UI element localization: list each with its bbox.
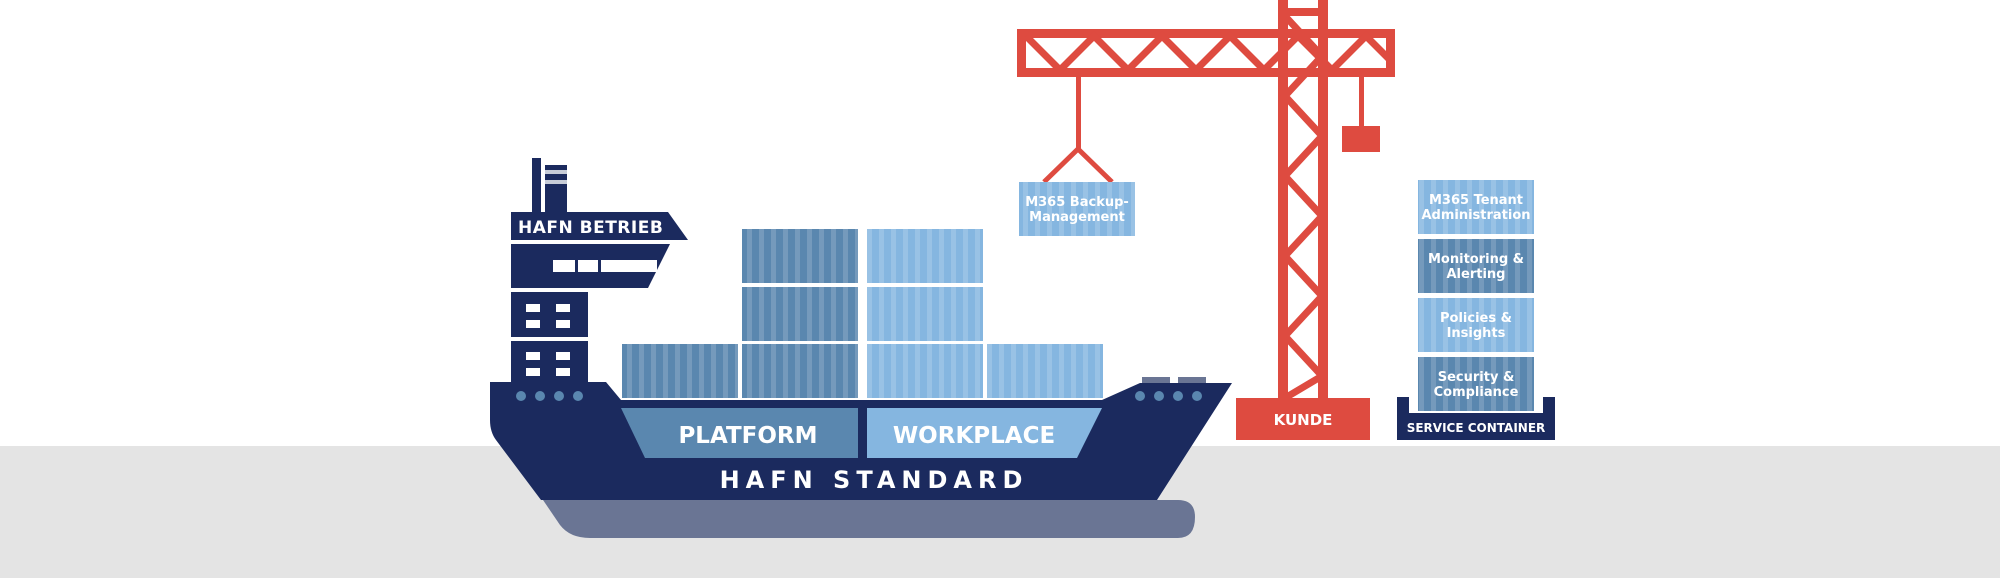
tower-block — [511, 292, 588, 337]
crane-cable — [1076, 77, 1081, 149]
svg-text:Administration: Administration — [1421, 208, 1530, 223]
ship-containers — [622, 229, 1103, 398]
tower-block — [511, 341, 588, 386]
svg-text:M365 Tenant: M365 Tenant — [1429, 193, 1523, 208]
bridge-sign — [511, 212, 688, 240]
ship-container — [622, 344, 738, 398]
svg-text:Compliance: Compliance — [1434, 385, 1519, 400]
ship-container — [867, 287, 983, 341]
porthole — [1173, 391, 1183, 401]
service-container-stack: M365 Tenant Administration Monitoring & … — [1397, 180, 1555, 440]
hull-label: HAFN STANDARD — [720, 466, 1029, 494]
crane-jib-truss — [1023, 31, 1393, 75]
porthole — [554, 391, 564, 401]
hull-bottom — [543, 500, 1195, 538]
platform-label: PLATFORM — [678, 423, 817, 449]
crane-load-label-2: Management — [1029, 210, 1125, 225]
ship-container — [742, 287, 858, 341]
deck-vent — [1178, 377, 1206, 383]
ship-container — [742, 229, 858, 283]
service-container-tray — [1397, 397, 1555, 440]
kunde-label: KUNDE — [1274, 411, 1333, 429]
ship-container — [867, 344, 983, 398]
crane-tower-right — [1318, 0, 1328, 398]
crane-tower-left — [1278, 0, 1288, 398]
crane-counterweight-cable — [1359, 77, 1364, 127]
ship-container — [987, 344, 1103, 398]
crane-jib-bottom — [1017, 68, 1395, 77]
bridge-window — [578, 260, 598, 272]
crane — [1017, 0, 1395, 402]
porthole — [535, 391, 545, 401]
workplace-banner — [867, 408, 1102, 458]
porthole — [1192, 391, 1202, 401]
porthole — [1154, 391, 1164, 401]
crane-counterweight — [1342, 126, 1380, 152]
bridge-window — [601, 260, 657, 272]
bridge-window — [553, 260, 575, 272]
ship: HAFN BETRIEB PLATFORM — [490, 158, 1232, 538]
crane-load-container: M365 Backup- Management — [1019, 182, 1135, 236]
crane-jib-top — [1017, 29, 1395, 38]
mast — [532, 158, 541, 213]
service-container-label: SERVICE CONTAINER — [1407, 421, 1546, 435]
service-container-tenant-admin: M365 Tenant Administration — [1418, 180, 1534, 234]
chimney — [545, 165, 567, 213]
ship-container — [867, 229, 983, 283]
service-container-monitoring: Monitoring & Alerting — [1418, 239, 1534, 293]
deck-vent — [1142, 377, 1170, 383]
kunde-base: KUNDE — [1236, 398, 1370, 440]
svg-text:Alerting: Alerting — [1447, 267, 1506, 282]
bridge-label: HAFN BETRIEB — [518, 218, 663, 238]
porthole — [516, 391, 526, 401]
porthole — [573, 391, 583, 401]
service-container-security: Security & Compliance — [1418, 357, 1534, 411]
crane-sling — [1042, 145, 1114, 184]
svg-text:Policies &: Policies & — [1440, 311, 1512, 326]
porthole — [1135, 391, 1145, 401]
platform-banner — [621, 408, 858, 458]
ship-container — [742, 344, 858, 398]
service-container-policies: Policies & Insights — [1418, 298, 1534, 352]
workplace-label: WORKPLACE — [893, 423, 1055, 449]
svg-text:Security &: Security & — [1438, 370, 1515, 385]
svg-text:Insights: Insights — [1447, 326, 1506, 341]
crane-load-label-1: M365 Backup- — [1025, 195, 1129, 210]
crane-tower-truss — [1280, 13, 1328, 402]
svg-text:Monitoring &: Monitoring & — [1428, 252, 1524, 267]
